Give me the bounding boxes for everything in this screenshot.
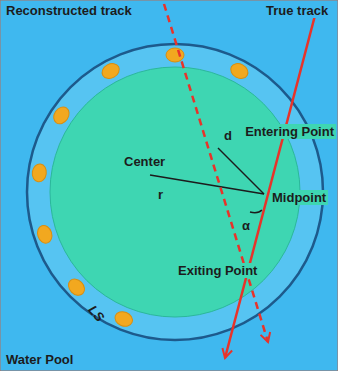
symbol-label: d bbox=[222, 128, 234, 143]
pmt-blob bbox=[228, 61, 250, 82]
pmt-blob bbox=[113, 309, 135, 329]
pmt-blob bbox=[99, 61, 121, 82]
pmt-blob bbox=[65, 276, 88, 299]
symbol-label: α bbox=[240, 218, 252, 233]
point-label: Exiting Point bbox=[176, 263, 259, 278]
point-label: Center bbox=[122, 154, 167, 169]
track-label: Reconstructed track bbox=[4, 3, 134, 18]
track-label: True track bbox=[264, 3, 330, 18]
reconstructed-track bbox=[164, 4, 268, 342]
point-label: Entering Point bbox=[243, 124, 336, 139]
liquid-scintillator bbox=[50, 67, 300, 317]
symbol-label: r bbox=[156, 187, 165, 202]
angle-arc bbox=[250, 210, 262, 213]
pmt-blob bbox=[31, 163, 47, 183]
region-label: Water Pool bbox=[4, 352, 75, 367]
pmt-blob bbox=[166, 48, 184, 62]
pmt-blob bbox=[51, 104, 73, 127]
point-label: Midpoint bbox=[270, 190, 328, 205]
pmt-blob bbox=[35, 224, 54, 245]
true-track bbox=[225, 4, 318, 358]
distance-line bbox=[218, 148, 264, 194]
